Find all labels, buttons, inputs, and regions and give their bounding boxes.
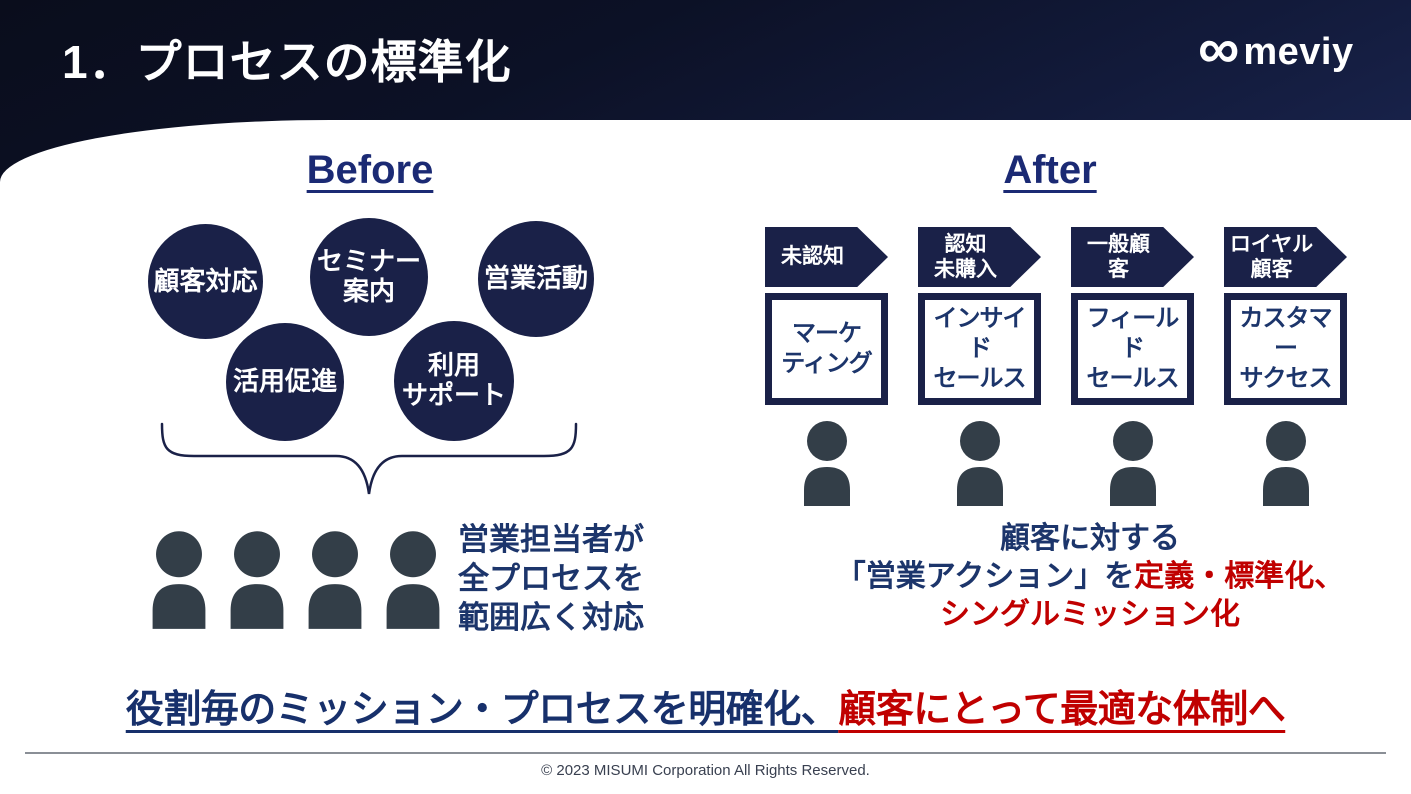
before-circle-customer-support: 顧客対応 (148, 224, 263, 339)
meviy-logo: ∞ meviy (1198, 16, 1354, 81)
copyright-text: © 2023 MISUMI Corporation All Rights Res… (541, 762, 870, 779)
after-process-columns: 未認知 マーケ ティング 認知 未購入 インサイド セールス 一般顧 客 フィー… (765, 227, 1347, 506)
person-icon (1262, 421, 1309, 506)
logo-text: meviy (1243, 30, 1354, 73)
person-icon (1109, 421, 1156, 506)
infinity-logo-icon: ∞ (1198, 16, 1240, 81)
person-icon (230, 531, 284, 629)
role-box: カスタマー サクセス (1224, 293, 1347, 405)
curly-brace-icon (160, 422, 578, 495)
after-caption: 顧客に対する 「営業アクション」を定義・標準化、 シングルミッション化 (790, 520, 1390, 634)
person-icon (386, 531, 440, 629)
page-title: 1．プロセスの標準化 (62, 36, 512, 88)
stage-chevron: ロイヤル 顧客 (1224, 227, 1347, 287)
before-sales-team-group (148, 530, 444, 629)
after-column-aware-not-purchased: 認知 未購入 インサイド セールス (918, 227, 1041, 506)
after-caption-line2-navy: 「営業アクション」を (835, 560, 1135, 593)
role-box: インサイド セールス (918, 293, 1041, 405)
person-icon (803, 421, 850, 506)
before-caption: 営業担当者が 全プロセスを 範囲広く対応 (458, 522, 644, 635)
person-icon (956, 421, 1003, 506)
after-column-loyal-customer: ロイヤル 顧客 カスタマー サクセス (1224, 227, 1347, 506)
stage-chevron: 未認知 (765, 227, 888, 287)
headline-red-part: 顧客にとって最適な体制へ (838, 689, 1286, 731)
person-icon (308, 531, 362, 629)
role-box: フィールド セールス (1071, 293, 1194, 405)
after-heading: After (1003, 148, 1097, 192)
bottom-headline: 役割毎のミッション・プロセスを明確化、顧客にとって最適な体制へ (0, 678, 1411, 733)
after-caption-line2-red: 定義・標準化、 (1134, 560, 1345, 593)
after-column-general-customer: 一般顧 客 フィールド セールス (1071, 227, 1194, 506)
after-caption-line3-red: シングルミッション化 (940, 598, 1240, 631)
role-box: マーケ ティング (765, 293, 888, 405)
before-circle-seminar-guide: セミナー 案内 (310, 218, 428, 336)
before-circle-sales-activity: 営業活動 (478, 221, 594, 337)
headline-navy-part: 役割毎のミッション・プロセスを明確化、 (125, 689, 839, 731)
after-caption-line1: 顧客に対する (1000, 522, 1180, 555)
stage-chevron: 認知 未購入 (918, 227, 1041, 287)
before-heading: Before (306, 148, 434, 192)
before-circle-usage-support: 利用 サポート (394, 321, 514, 441)
before-circle-usage-promotion: 活用促進 (226, 323, 344, 441)
person-icon (152, 531, 206, 629)
stage-chevron: 一般顧 客 (1071, 227, 1194, 287)
footer-divider (25, 752, 1386, 754)
after-column-unaware: 未認知 マーケ ティング (765, 227, 888, 506)
